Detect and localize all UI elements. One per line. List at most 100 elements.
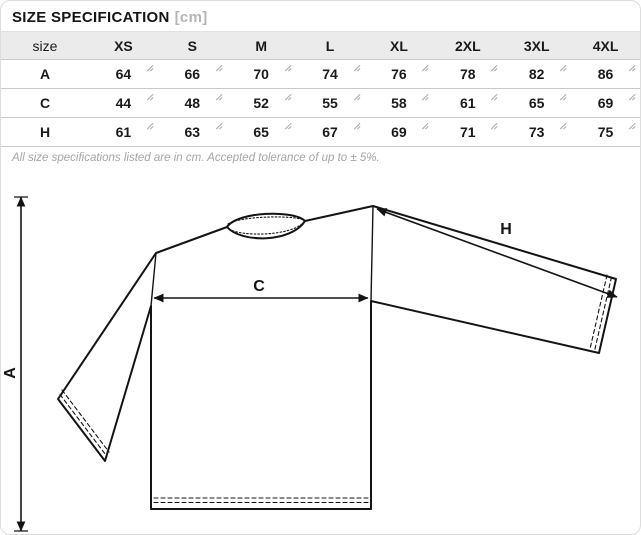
cell-corner-mark-icon <box>284 93 292 101</box>
size-value: 69 <box>597 95 614 111</box>
size-value-cell: 48 <box>157 88 227 118</box>
size-value-cell: 82 <box>502 59 572 89</box>
size-value: 61 <box>460 95 476 111</box>
size-value: 86 <box>597 66 614 82</box>
size-value-cell: 78 <box>433 59 503 89</box>
dimension-labels: A C H <box>2 221 512 379</box>
column-header-xs: XS <box>89 31 158 60</box>
cell-corner-mark-icon <box>628 93 636 101</box>
size-value: 55 <box>322 95 338 111</box>
size-value-cell: 86 <box>571 59 640 89</box>
size-value-cell: 66 <box>157 59 227 89</box>
size-value: 66 <box>184 66 201 82</box>
cell-corner-mark-icon <box>559 93 567 101</box>
size-value: 67 <box>322 124 338 140</box>
cell-corner-mark-icon <box>215 122 223 130</box>
column-header-m: M <box>226 31 296 60</box>
size-value: 74 <box>322 66 338 82</box>
size-value: 52 <box>253 95 269 111</box>
row-label-A: A <box>1 59 89 89</box>
size-value-cell: 70 <box>226 59 296 89</box>
right-cuff-stitch-line-1 <box>593 276 613 352</box>
size-value: 69 <box>391 124 407 140</box>
size-value-cell: 61 <box>433 88 503 118</box>
size-value-cell: 75 <box>571 117 640 147</box>
cell-corner-mark-icon <box>559 64 567 72</box>
cell-corner-mark-icon <box>422 122 429 130</box>
size-value: 73 <box>528 124 545 140</box>
size-value: 65 <box>253 124 269 140</box>
cell-corner-mark-icon <box>353 64 361 72</box>
size-value-cell: 44 <box>89 88 158 118</box>
size-value-cell: 71 <box>433 117 503 147</box>
collar-rib-line-2 <box>228 222 304 235</box>
size-value: 75 <box>597 124 614 140</box>
size-value-cell: 73 <box>502 117 572 147</box>
title-unit: [cm] <box>174 9 208 26</box>
size-value-cell: 63 <box>157 117 227 147</box>
size-value-cell: 55 <box>295 88 365 118</box>
row-label-C: C <box>1 88 89 118</box>
size-value: 63 <box>184 124 201 140</box>
size-value: 44 <box>115 95 132 111</box>
cell-corner-mark-icon <box>146 64 154 72</box>
dim-label-C: C <box>253 278 265 295</box>
size-value-cell: 52 <box>226 88 296 118</box>
column-header-size: size <box>1 31 89 60</box>
dim-label-H: H <box>500 221 512 238</box>
cell-corner-mark-icon <box>353 93 361 101</box>
size-value: 82 <box>528 66 545 82</box>
size-value: 58 <box>391 95 407 111</box>
column-header-2xl: 2XL <box>433 31 503 60</box>
collar-rib-line-1 <box>227 216 305 225</box>
dim-label-A: A <box>2 367 19 379</box>
dimension-lines <box>14 196 618 532</box>
shirt-outline <box>57 205 617 510</box>
cell-corner-mark-icon <box>146 122 154 130</box>
size-value-cell: 61 <box>89 117 158 147</box>
cell-corner-mark-icon <box>215 93 223 101</box>
right-cuff-stitch-line-2 <box>589 274 608 350</box>
size-value: 71 <box>460 124 476 140</box>
cell-corner-mark-icon <box>422 64 429 72</box>
size-value: 65 <box>528 95 545 111</box>
dim-line-H <box>376 208 618 298</box>
size-value-cell: 67 <box>295 117 365 147</box>
size-value: 70 <box>253 66 269 82</box>
size-value-cell: 74 <box>295 59 365 89</box>
cell-corner-mark-icon <box>146 93 154 101</box>
size-value: 48 <box>184 95 201 111</box>
column-header-l: L <box>295 31 365 60</box>
size-value: 78 <box>460 66 476 82</box>
cell-corner-mark-icon <box>215 64 223 72</box>
column-header-s: S <box>157 31 227 60</box>
left-cuff-stitch-line-2 <box>61 389 110 453</box>
size-value-cell: 65 <box>502 88 572 118</box>
tolerance-note: All size specifications listed are in cm… <box>12 152 380 164</box>
column-header-xl: XL <box>364 31 434 60</box>
size-value-cell: 64 <box>89 59 158 89</box>
cell-corner-mark-icon <box>284 64 292 72</box>
right-armhole-seam <box>370 205 374 302</box>
cell-corner-mark-icon <box>422 93 429 101</box>
cell-corner-mark-icon <box>628 64 636 72</box>
column-header-4xl: 4XL <box>571 31 640 60</box>
cell-corner-mark-icon <box>491 93 498 101</box>
cell-corner-mark-icon <box>491 64 498 72</box>
size-value: 76 <box>391 66 407 82</box>
cell-corner-mark-icon <box>628 122 636 130</box>
left-armhole-seam <box>150 252 157 307</box>
cell-corner-mark-icon <box>284 122 292 130</box>
size-value-cell: 65 <box>226 117 296 147</box>
cell-corner-mark-icon <box>353 122 361 130</box>
title-text: SIZE SPECIFICATION <box>12 9 170 26</box>
size-value: 61 <box>115 124 132 140</box>
page-title: SIZE SPECIFICATION[cm] <box>1 1 640 31</box>
size-value-cell: 58 <box>364 88 434 118</box>
